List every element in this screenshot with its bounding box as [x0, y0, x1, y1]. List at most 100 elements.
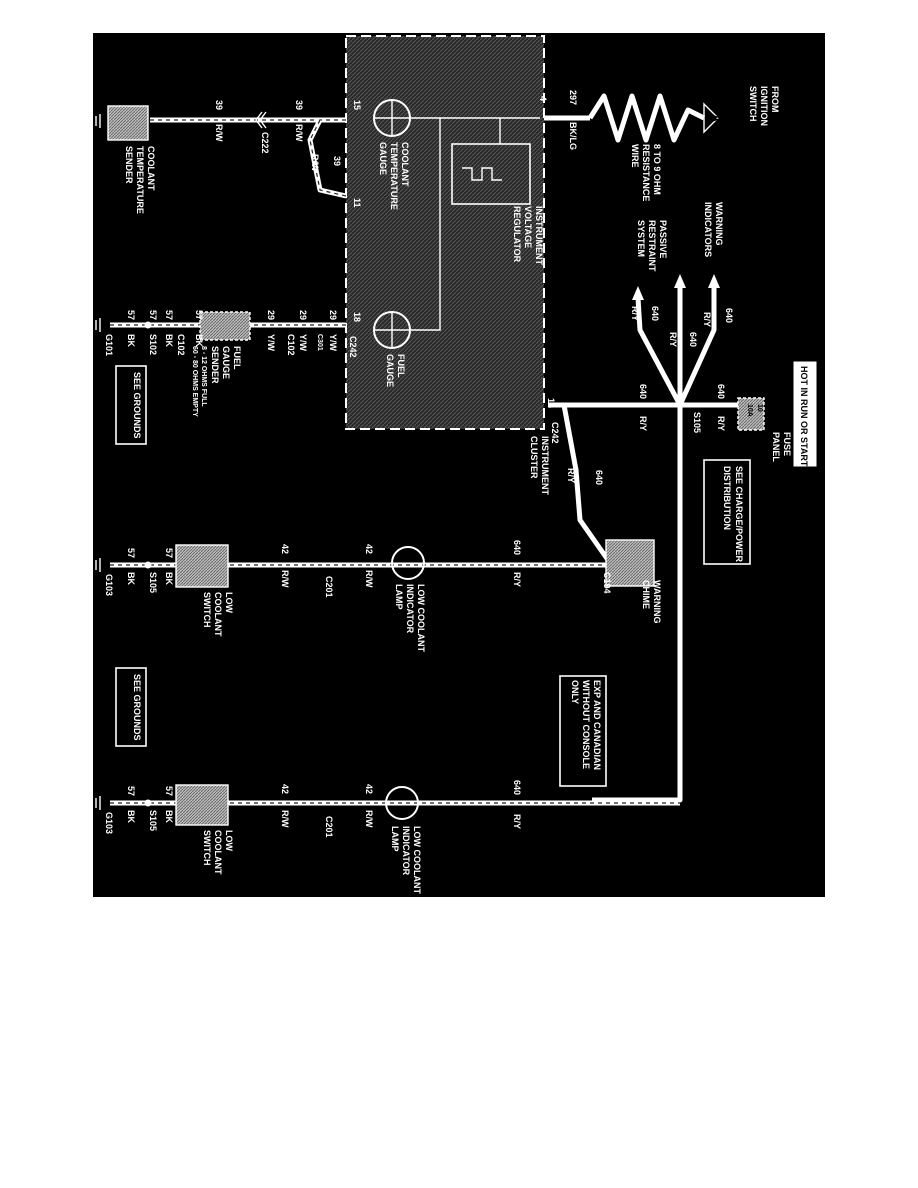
ry-label-g: R/Y	[512, 572, 522, 587]
fuel-sender-label-3: SENDER	[210, 346, 220, 384]
charge-power-label-1: SEE CHARGE/POWER	[734, 466, 744, 563]
pin-15-label: 15	[352, 100, 362, 110]
exp-canadian-label-2: WITHOUT CONSOLE	[581, 680, 591, 769]
low-coolant-lamp-label-1a: LOW COOLANT	[416, 584, 426, 652]
coolant-sender-label-1: COOLANT	[146, 146, 156, 191]
connector-a-label: A	[712, 115, 722, 122]
wire-640-label-d: 640	[688, 332, 698, 347]
wire-57-label-h: 57	[126, 786, 136, 796]
wire-640-label-h: 640	[512, 780, 522, 795]
yw-label-b: Y/W	[298, 334, 308, 352]
resistance-wire-label-1: 8 TO 9 OHM	[652, 144, 662, 195]
warning-chime-box	[605, 539, 655, 587]
rw-label-a: R/W	[294, 124, 304, 142]
bk-label-e: BK	[164, 572, 174, 585]
c242-top-label: C242	[348, 336, 358, 358]
low-coolant-switch-label-1a: LOW	[224, 592, 234, 613]
voltage-regulator-label-2: VOLTAGE	[523, 206, 533, 248]
wire-57-label-c: 57	[148, 310, 158, 320]
wire-640-label-a: 640	[716, 384, 726, 399]
bk-label-a: BK	[194, 334, 204, 347]
fuse-panel-label-1: FUSE	[782, 432, 792, 456]
low-coolant-switch-label-2b: COOLANT	[213, 830, 223, 875]
see-grounds-label-1: SEE GROUNDS	[132, 372, 142, 439]
pin-18-label: 18	[352, 312, 362, 322]
charge-power-label-2: DISTRIBUTION	[722, 466, 732, 530]
coolant-sender-label-3: SENDER	[124, 146, 134, 184]
charge-power-box	[703, 459, 751, 565]
wire-39-label-a: 39	[294, 100, 304, 110]
passive-restraint-label-1: PASSIVE	[658, 220, 668, 258]
wire-640-label-e: 640	[650, 306, 660, 321]
voltage-regulator-label-3: REGULATOR	[512, 206, 522, 263]
coolant-sender-label-2: TEMPERATURE	[135, 146, 145, 214]
g103-label-b: G103	[104, 812, 114, 834]
coolant-temp-circuit	[91, 105, 347, 199]
bk-label-g: BK	[164, 810, 174, 823]
c201-label-b: C201	[324, 816, 334, 838]
fuse-panel-group	[548, 361, 817, 803]
g103-label-a: G103	[104, 574, 114, 596]
bk-lg-label: BK/LG	[568, 122, 578, 150]
ry-label-c: R/Y	[702, 312, 712, 327]
low-coolant-lamp-label-3b: LAMP	[390, 826, 400, 852]
g101-label: G101	[104, 334, 114, 356]
wire-42-label-d: 42	[280, 784, 290, 794]
wire-39-label-c: 39	[332, 156, 342, 166]
exp-canadian-label-3: ONLY	[570, 680, 580, 704]
pin-14-label: 14	[546, 398, 556, 408]
wire-42-label-a: 42	[364, 544, 374, 554]
wire-57-label-e: 57	[164, 548, 174, 558]
rw-label-e: R/W	[280, 570, 290, 588]
low-coolant-circuit-2	[91, 784, 680, 826]
ry-label-b: R/Y	[638, 416, 648, 431]
c201-label-a: C201	[324, 576, 334, 598]
wire-640-label-b: 640	[638, 384, 648, 399]
passive-restraint-label-3: SYSTEM	[636, 220, 646, 257]
ignition-feed	[544, 93, 719, 143]
low-coolant-circuit-1	[91, 544, 606, 588]
resistance-wire-label-3: WIRE	[630, 144, 640, 168]
voltage-regulator-label-1: INSTRUMENT	[534, 206, 544, 265]
warning-indicator-wires	[632, 274, 720, 407]
fuel-sender-label-2: GAUGE	[221, 346, 231, 379]
low-coolant-switch-label-3b: SWITCH	[202, 830, 212, 866]
ry-label-f: R/Y	[566, 468, 576, 483]
low-coolant-lamp-label-2b: INDICATOR	[401, 826, 411, 876]
rw-label-f: R/W	[364, 810, 374, 828]
wire-29-label-b: 29	[298, 310, 308, 320]
yw-label-c: Y/W	[266, 334, 276, 352]
s102-label: S102	[148, 334, 158, 355]
wire-297-label: 297	[568, 90, 578, 105]
warning-indicators-label-1: WARNING	[714, 202, 724, 246]
bk-label-h: BK	[126, 810, 136, 823]
bk-label-f: BK	[126, 572, 136, 585]
exp-canadian-label-1: EXP AND CANADIAN	[592, 680, 602, 770]
low-coolant-switch-label-3a: SWITCH	[202, 592, 212, 628]
bk-label-b: BK	[164, 334, 174, 347]
pin-4-label: 4	[538, 96, 548, 101]
c102-label-a: C102	[286, 334, 296, 356]
c242-side-label: C242	[550, 422, 560, 444]
instrument-cluster-label-2: CLUSTER	[529, 436, 539, 479]
see-grounds-box-1	[115, 365, 147, 445]
wire-29-label-c: 29	[266, 310, 276, 320]
wire-57-label-f: 57	[126, 548, 136, 558]
sender-ohms-label-2: 60 - 80 OHMS EMPTY	[191, 346, 198, 417]
rw-label-b: R/W	[214, 124, 224, 142]
wire-57-label-b: 57	[164, 310, 174, 320]
rw-label-g: R/W	[280, 810, 290, 828]
yw-label-a: Y/W	[328, 334, 338, 352]
coolant-gauge-label-2: TEMPERATURE	[389, 142, 399, 210]
from-ignition-switch-label-2: IGNITION	[759, 86, 769, 126]
wire-640-label-g: 640	[512, 540, 522, 555]
passive-restraint-label-2: RESTRAINT	[647, 220, 657, 272]
wire-57-label-g: 57	[164, 786, 174, 796]
wire-57-label-d: 57	[126, 310, 136, 320]
wire-57-label-a: 57	[194, 310, 204, 320]
from-ignition-switch-label-1: FROM	[770, 86, 780, 113]
s105-label: S105	[692, 412, 702, 433]
c102-label-b: C102	[176, 334, 186, 356]
hot-in-run-label: HOT IN RUN OR START	[799, 366, 809, 467]
warning-chime-label-1: WARNING	[652, 580, 662, 624]
